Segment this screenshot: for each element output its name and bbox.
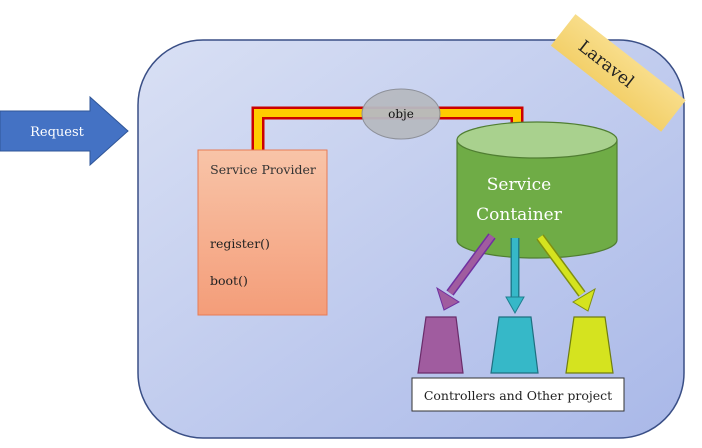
- service-container-cylinder: Service Container: [456, 121, 618, 259]
- consumers-caption-box: Controllers and Other project: [411, 377, 625, 412]
- object-bubble: obje: [361, 88, 441, 140]
- service-provider-title: Service Provider: [210, 162, 316, 177]
- service-container-line2: Container: [476, 205, 563, 225]
- consumers-caption: Controllers and Other project: [424, 388, 612, 403]
- request-arrow: Request: [0, 95, 129, 167]
- object-bubble-label: obje: [388, 107, 414, 121]
- yellow-arrow: [536, 234, 596, 312]
- yellow-consumer-shape: [565, 316, 614, 374]
- distribution-arrows: [436, 233, 596, 315]
- service-container-line1: Service: [487, 175, 551, 195]
- service-provider-box: Service Provider register() boot(): [197, 149, 328, 316]
- purple-arrow: [436, 233, 496, 311]
- teal-arrow: [505, 238, 525, 315]
- register-method: register(): [210, 236, 270, 251]
- request-label: Request: [30, 125, 85, 140]
- purple-consumer-shape: [417, 316, 464, 374]
- teal-consumer-shape: [490, 316, 539, 374]
- boot-method: boot(): [210, 273, 248, 288]
